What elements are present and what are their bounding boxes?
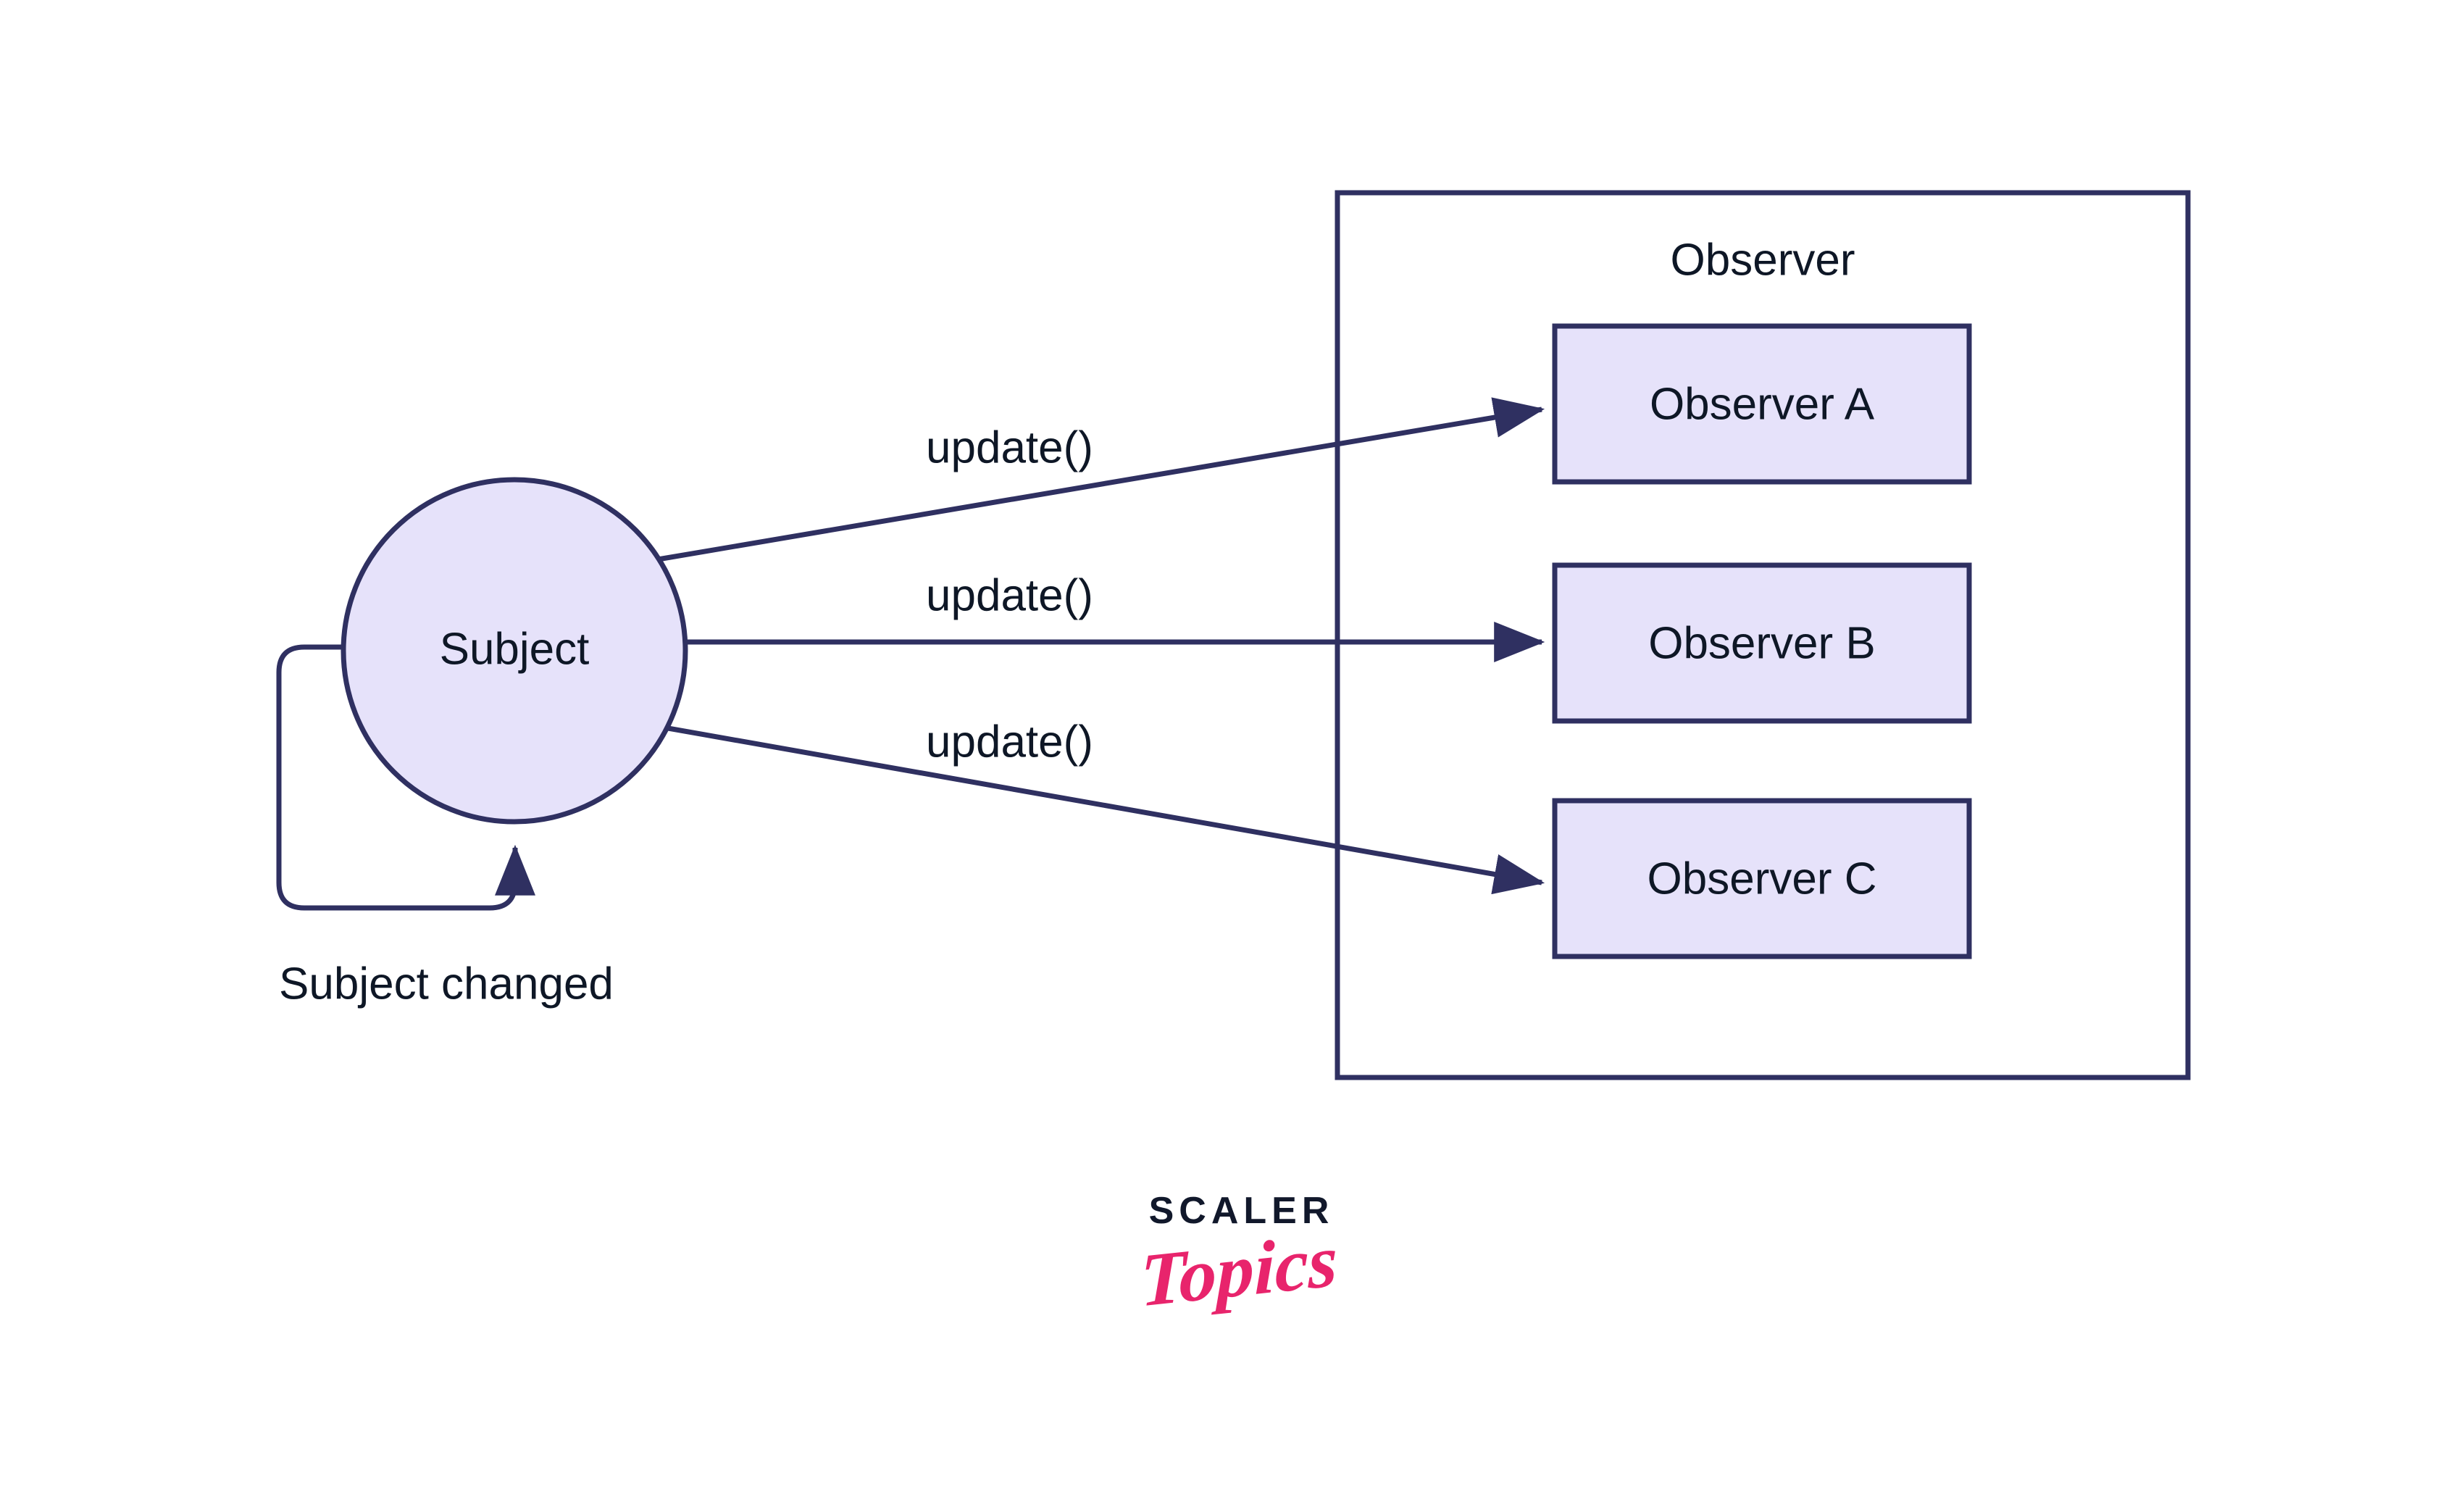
- self-loop-label: Subject changed: [279, 959, 614, 1009]
- observer-group-title: Observer: [1671, 235, 1855, 285]
- observer-node-c[interactable]: Observer C: [1552, 798, 1972, 959]
- edge-label-update-c: update(): [926, 717, 1093, 767]
- subject-circle[interactable]: [341, 477, 688, 825]
- brand-topics-wordmark: Topics: [1140, 1218, 1338, 1323]
- edge-subject-to-observer-a: [657, 397, 1545, 562]
- observer-c-label: Observer C: [1647, 854, 1877, 904]
- observer-node-b[interactable]: Observer B: [1552, 562, 1972, 724]
- edge-subject-to-observer-c: [655, 723, 1545, 895]
- observer-c-box[interactable]: [1552, 798, 1972, 959]
- observer-b-box[interactable]: [1552, 562, 1972, 724]
- edge-label-update-b: update(): [926, 570, 1093, 620]
- subject-node[interactable]: Subject: [341, 477, 688, 825]
- observer-a-label: Observer A: [1650, 379, 1875, 429]
- observer-a-box[interactable]: [1552, 323, 1972, 485]
- observer-node-a[interactable]: Observer A: [1552, 323, 1972, 485]
- observer-group-box: [1335, 190, 2191, 1080]
- subject-label: Subject: [440, 624, 590, 674]
- self-loop-subject-changed: [276, 644, 535, 911]
- scaler-topics-logo: SCALER Topics: [1101, 1192, 1377, 1388]
- observer-b-label: Observer B: [1648, 618, 1876, 668]
- brand-scaler-wordmark: SCALER: [1148, 1190, 1335, 1232]
- edge-label-update-a: update(): [926, 422, 1093, 472]
